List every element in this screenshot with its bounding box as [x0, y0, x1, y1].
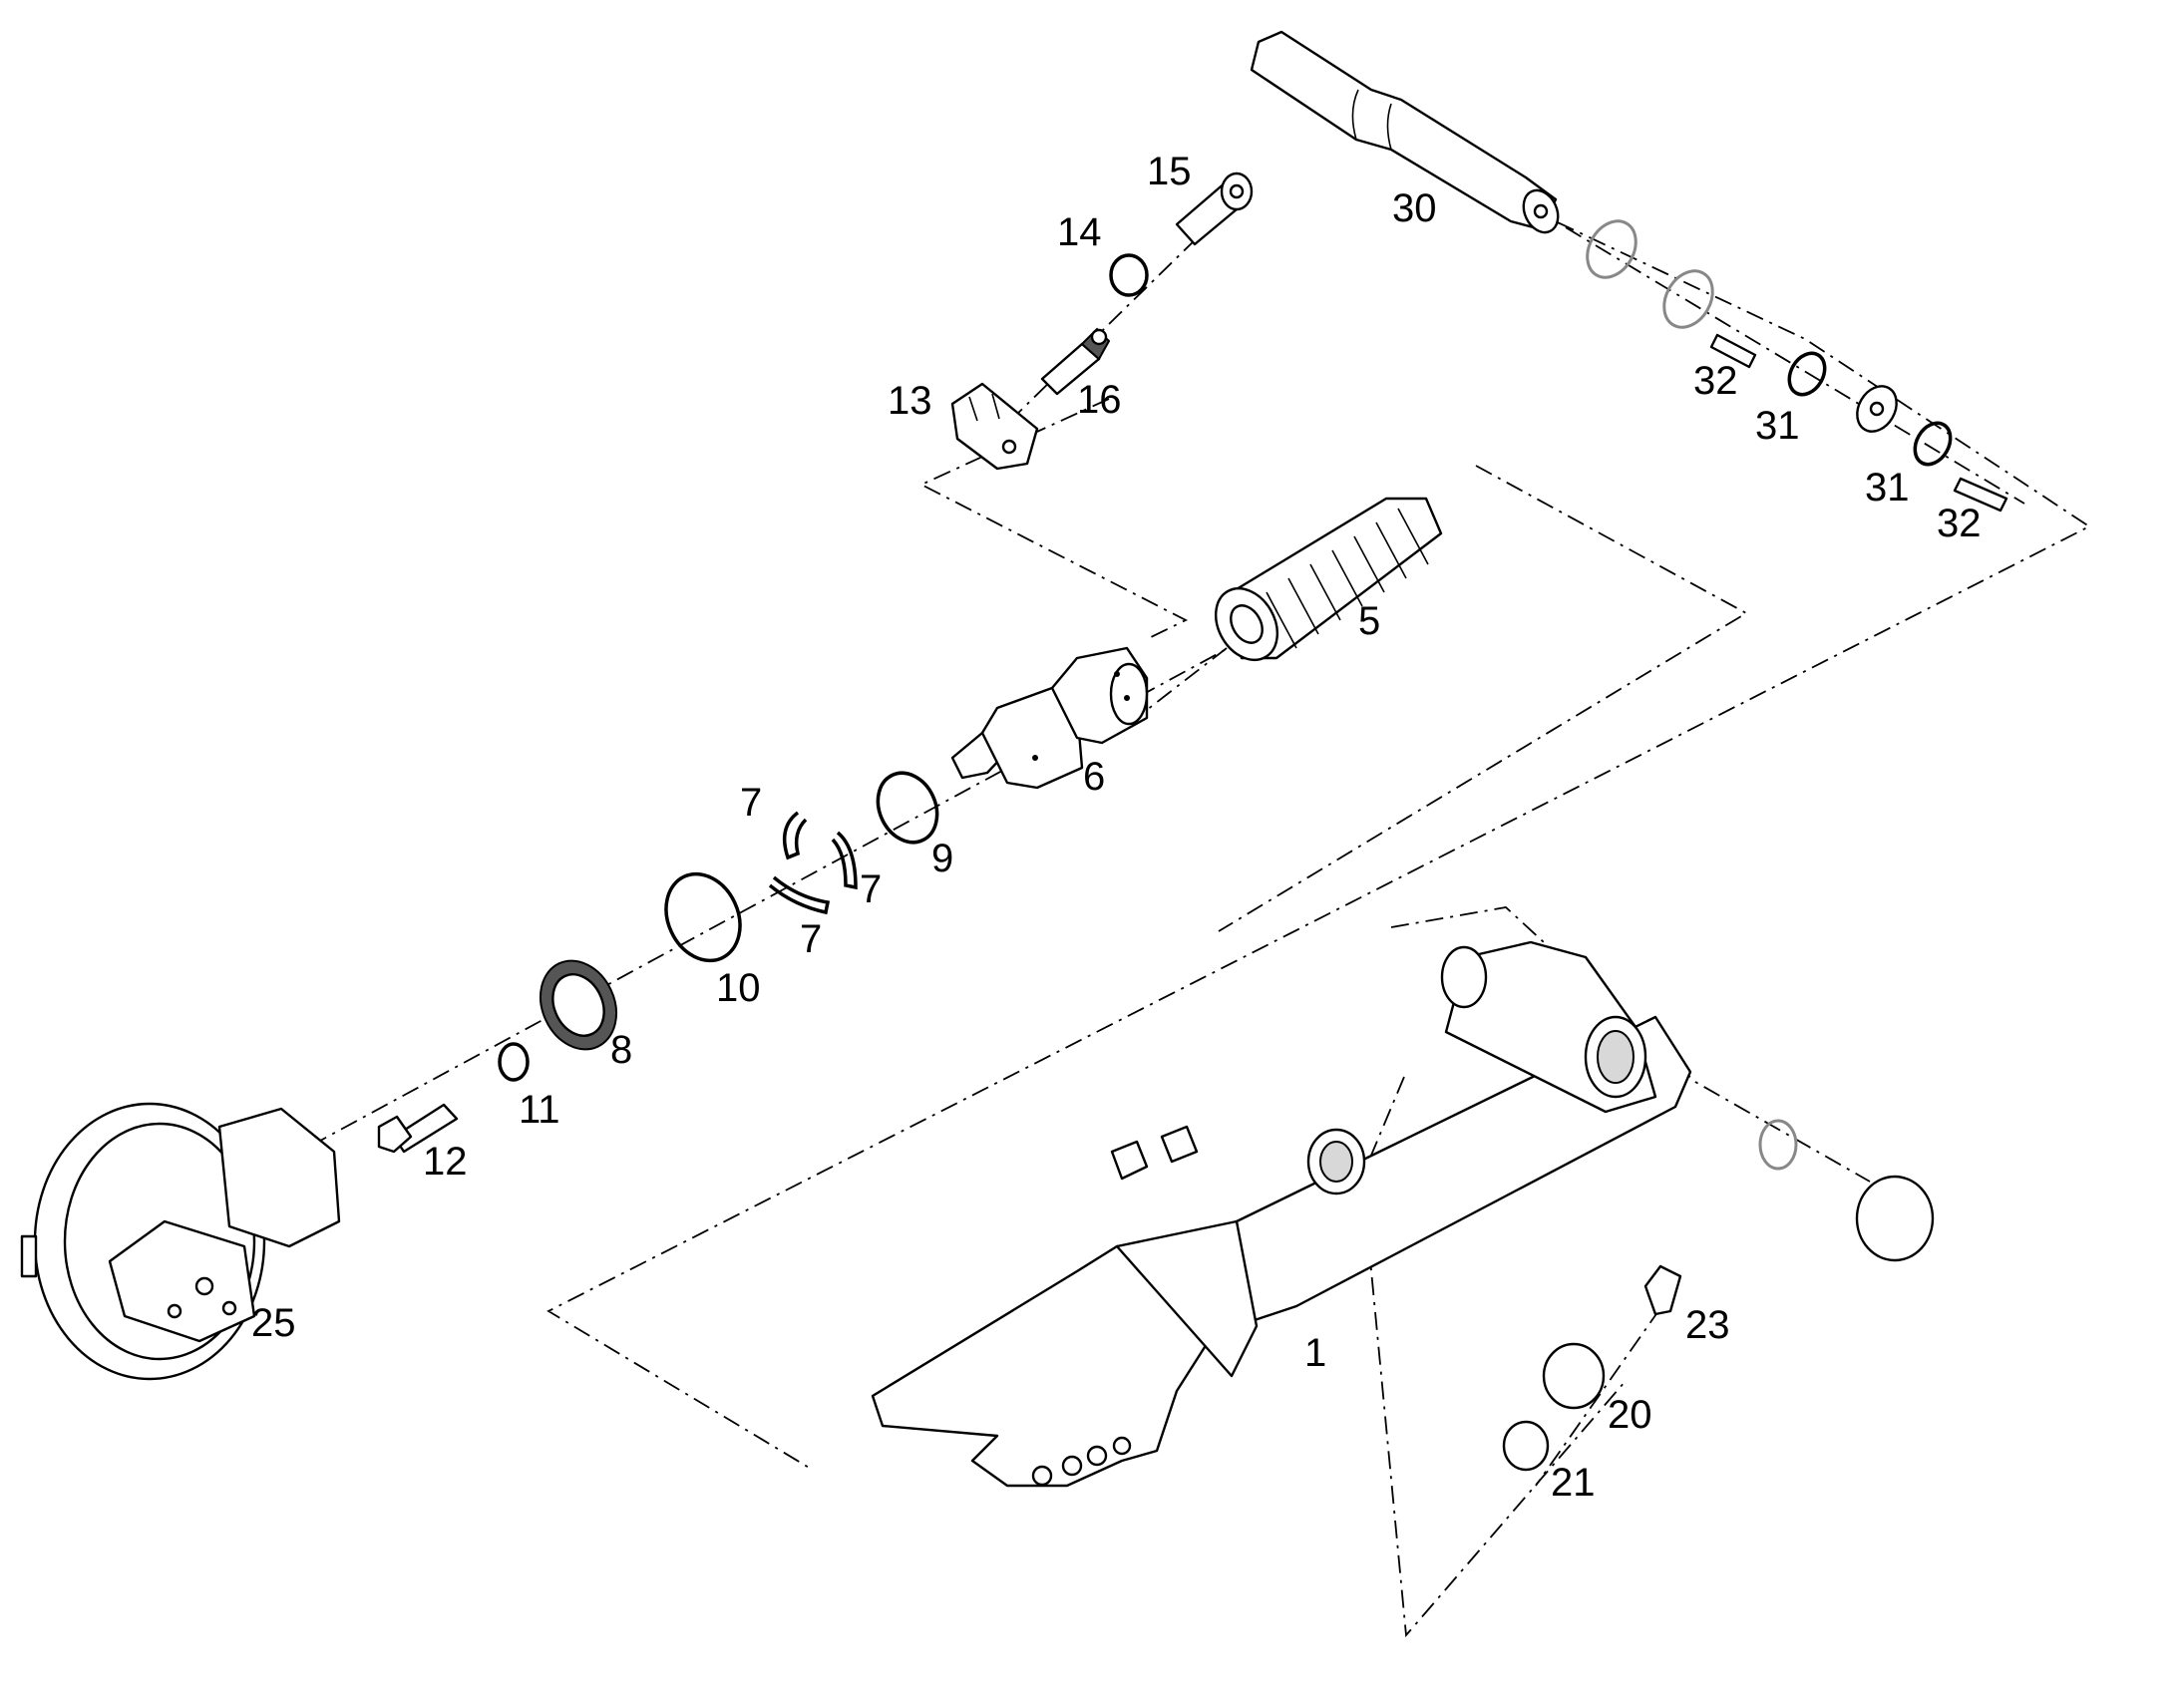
label-32: 32: [1937, 502, 1982, 545]
part-labels: 1 5 6 7 7 7 8 9 10 11 12 13 14 15 16 20 …: [251, 150, 1982, 1505]
label-25: 25: [251, 1301, 296, 1345]
part-13-valve-block: [950, 382, 1039, 471]
label-20: 20: [1608, 1393, 1652, 1437]
part-15-fitting: [1175, 171, 1254, 246]
label-23: 23: [1685, 1303, 1730, 1347]
label-9: 9: [931, 837, 953, 880]
label-13: 13: [888, 379, 932, 423]
label-16: 16: [1077, 378, 1122, 422]
end-cover: [1758, 1119, 1935, 1262]
label-30: 30: [1392, 186, 1437, 230]
label-21: 21: [1551, 1461, 1596, 1505]
label-5: 5: [1358, 599, 1380, 643]
label-12: 12: [423, 1140, 468, 1184]
part-8-bearing-ring: [540, 959, 617, 1051]
label-11: 11: [519, 1088, 560, 1132]
label-10: 10: [716, 966, 761, 1010]
label-15: 15: [1147, 150, 1192, 193]
part-23-plug: [1643, 1264, 1682, 1316]
assembly-lines: [308, 188, 2091, 1638]
part-1-frame-body: [871, 940, 1692, 1488]
label-7: 7: [740, 781, 762, 825]
label-6: 6: [1083, 755, 1105, 799]
part-31-32-ring-pin-set: [1586, 219, 2008, 512]
part-6-piston: [950, 646, 1149, 790]
part-9-o-ring: [876, 771, 939, 845]
label-7: 7: [860, 867, 882, 911]
part-25-idler-wheel: [20, 1102, 341, 1381]
part-21-o-ring: [1502, 1420, 1550, 1472]
part-10-o-ring: [664, 871, 742, 963]
label-31: 31: [1865, 466, 1910, 510]
label-31: 31: [1755, 404, 1800, 448]
label-7: 7: [800, 917, 822, 961]
part-16-grease-nipple: [1040, 327, 1111, 396]
label-14: 14: [1057, 210, 1102, 254]
part-14-seal-ring: [1109, 253, 1149, 297]
part-20-cover-plate: [1542, 1342, 1606, 1410]
part-12-bolt: [377, 1103, 459, 1154]
label-32: 32: [1693, 359, 1738, 403]
part-5-recoil-spring: [1214, 497, 1443, 661]
part-7-split-rings: [768, 811, 858, 915]
label-8: 8: [610, 1028, 632, 1072]
label-1: 1: [1304, 1331, 1326, 1375]
part-11-washer: [498, 1042, 530, 1082]
part-30-cylinder-tube: [1250, 30, 1560, 234]
